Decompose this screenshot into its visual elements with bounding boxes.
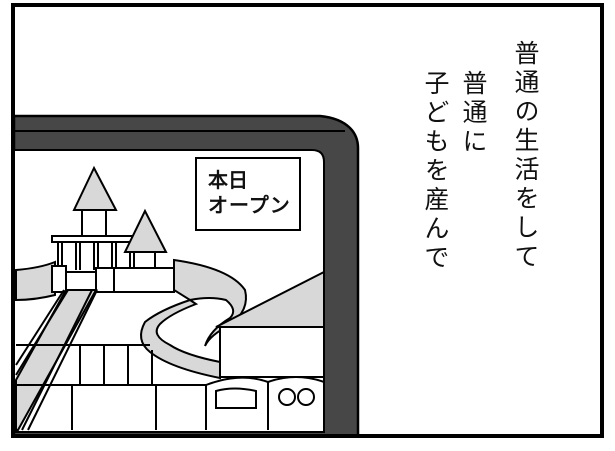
panel-border (11, 3, 604, 438)
amusement-park-scene (15, 165, 325, 431)
opening-sign-board (195, 157, 301, 231)
sign-text-today: 本日 (208, 168, 248, 192)
narration-line-1: 普通の生活をして (511, 40, 540, 272)
sign-text-open: オープン (208, 193, 291, 217)
narration-line-2: 普通に (459, 70, 488, 157)
narration-line-3: 子どもを産んで (421, 70, 450, 273)
